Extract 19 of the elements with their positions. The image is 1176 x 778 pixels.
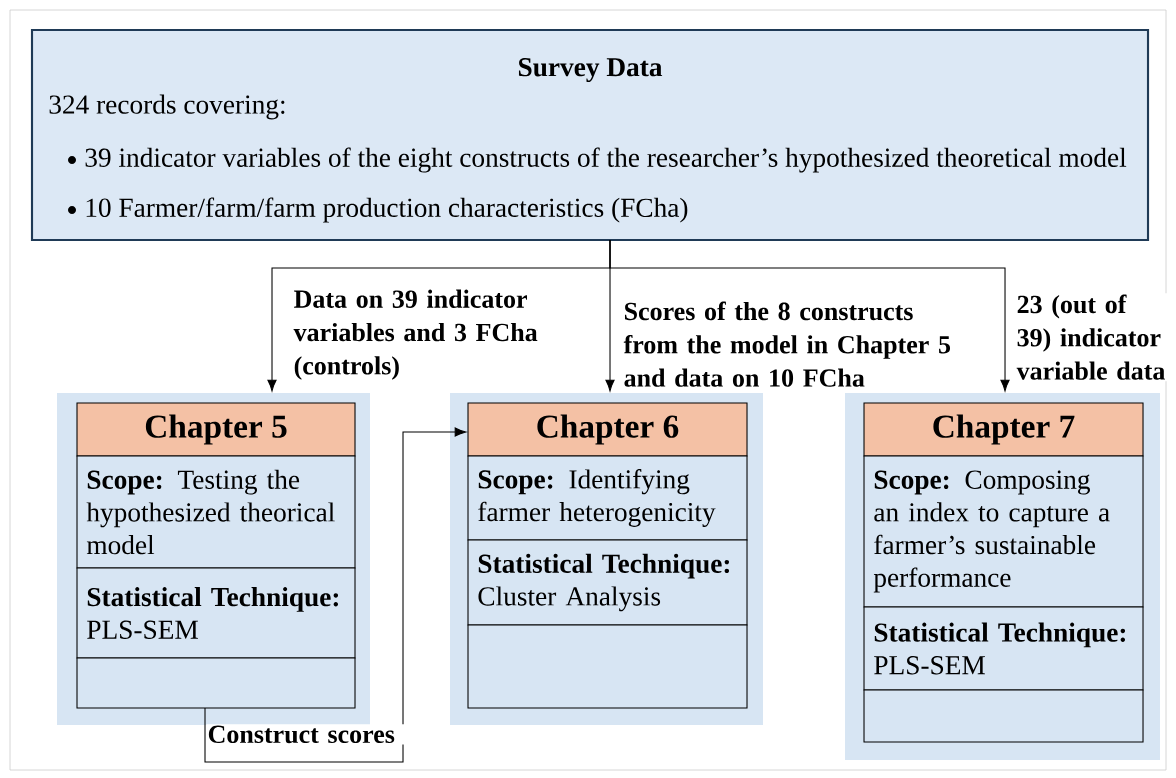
edge-label: Data on 39 indicator variables and 3 FCha (controls) [292, 288, 545, 382]
table-cell: Scope: Identifying farmer heterogenicity [467, 455, 748, 541]
data-box: Survey Data 324 records covering: 39 indicator variables of the eight constructs of the researcher’s hypothesized theoretical model 10 Farmer/farm/farm production characteristics (FCha) [30, 28, 1150, 242]
table-cell: Statistical Technique: Cluster Analysis [467, 539, 748, 626]
edge-label: Construct scores [206, 724, 405, 745]
chapter-header: Chapter 5 [76, 402, 356, 457]
edge-label: 23 (out of 39) indicator variable data [1015, 293, 1168, 382]
table-cell: Scope: Composing an index to capture a farmer’s sustainable performance [863, 455, 1144, 608]
chapter-header: Chapter 7 [863, 402, 1144, 457]
table-cell [863, 689, 1144, 743]
table-cell [76, 657, 356, 709]
table-cell: Statistical Technique: PLS-SEM [863, 606, 1144, 691]
table-cell: Scope: Testing the hypothesized theorical model [76, 455, 356, 569]
arrow [609, 239, 1010, 392]
table-cell [467, 624, 748, 709]
chapter-header: Chapter 6 [467, 402, 748, 457]
arrow [204, 427, 467, 763]
table-cell: Statistical Technique: PLS-SEM [76, 567, 356, 659]
edge-label: Scores of the 8 constructs from the model in Chapter 5 and data on 10 FCha [622, 300, 965, 389]
